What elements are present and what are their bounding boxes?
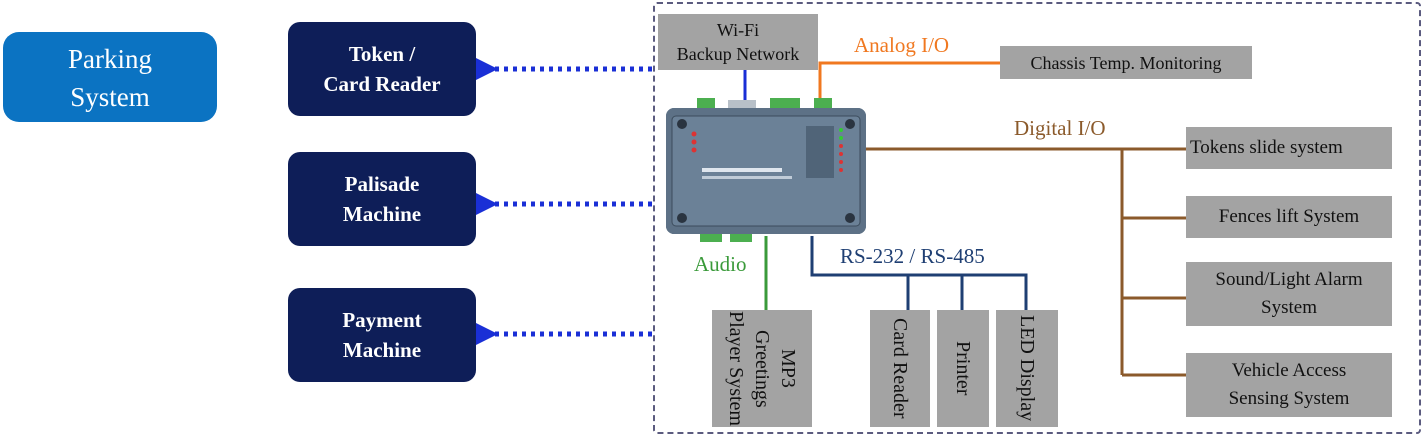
- digital-in-connector-icon: [730, 234, 752, 242]
- parking-system-line2: System: [70, 82, 150, 112]
- audio-label: Audio: [694, 252, 747, 276]
- digital-io-label: Digital I/O: [1014, 116, 1106, 140]
- controller-device-image: [666, 108, 866, 234]
- alarm-line1: Sound/Light Alarm: [1215, 269, 1363, 290]
- analog-line: [818, 61, 1000, 106]
- device-icon: [666, 108, 866, 234]
- machine-line1: Payment: [342, 308, 422, 332]
- vehicle-line2: Sensing System: [1228, 388, 1350, 409]
- wifi-line2: Backup Network: [676, 44, 800, 64]
- parking-system-box: Parking System: [3, 32, 217, 122]
- parking-system-line1: Parking: [68, 44, 152, 74]
- printer-box: Printer: [937, 310, 989, 427]
- led-display-box: LED Display: [996, 310, 1058, 427]
- machine-line2: Machine: [342, 202, 422, 226]
- machine-line1: Token /: [348, 42, 416, 66]
- card-reader-box: Card Reader: [870, 310, 930, 427]
- controller-boundary: [653, 2, 1421, 434]
- serial-label: RS-232 / RS-485: [840, 244, 985, 268]
- mp3-player-box: MP3 Greetings Player System: [712, 310, 812, 427]
- machine-line2: Machine: [342, 338, 422, 362]
- serial-line: [810, 236, 1028, 310]
- analog-connector-icon: [814, 98, 832, 108]
- chassis-temp-box: Chassis Temp. Monitoring: [1000, 46, 1252, 79]
- machine-line2: Card Reader: [323, 72, 441, 96]
- wifi-line1: Wi-Fi: [716, 20, 760, 40]
- machine-line1: Palisade: [344, 172, 420, 196]
- serial-port-icon: [728, 100, 756, 108]
- digital-out-connector-icon: [700, 234, 722, 242]
- vehicle-line1: Vehicle Access: [1231, 360, 1347, 381]
- analog-io-label: Analog I/O: [854, 33, 950, 57]
- alarm-line2: System: [1261, 297, 1317, 318]
- token-card-reader-box: Token / Card Reader: [288, 22, 476, 116]
- power-connector-icon: [697, 98, 715, 108]
- tokens-slide-box: Tokens slide system: [1186, 127, 1392, 169]
- fences-lift-box: Fences lift System: [1186, 196, 1392, 238]
- rs485-connector-icon: [770, 98, 800, 108]
